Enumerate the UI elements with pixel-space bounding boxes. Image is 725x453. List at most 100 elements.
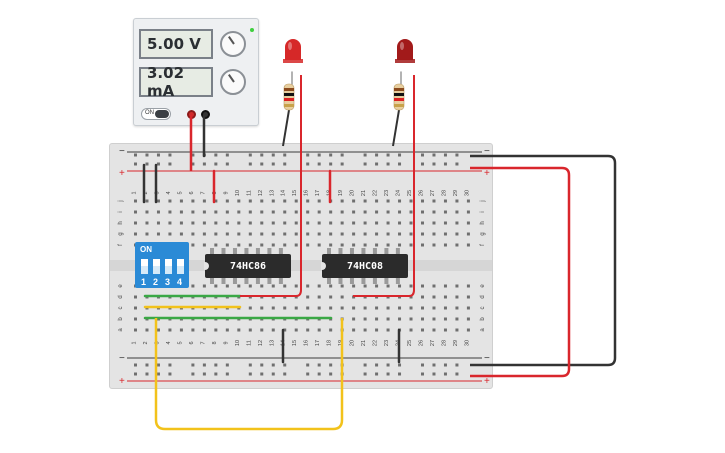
rail-hole — [214, 162, 218, 166]
row-letter: h — [480, 221, 486, 224]
hole — [398, 243, 402, 247]
column-number: 28 — [441, 190, 447, 196]
hole — [179, 232, 183, 236]
hole — [409, 210, 413, 214]
hole — [409, 306, 413, 310]
rail-hole — [375, 162, 379, 166]
current-display: 3.02 mA — [139, 64, 213, 100]
rail-hole — [317, 153, 321, 157]
hole — [283, 306, 287, 310]
hole — [168, 328, 172, 332]
rail-hole — [329, 372, 333, 376]
hole — [363, 232, 367, 236]
row-letter: a — [118, 328, 124, 332]
hole — [271, 232, 275, 236]
hole — [432, 284, 436, 288]
chip-74hc08[interactable]: 74HC08 — [321, 254, 408, 278]
hole — [156, 210, 160, 214]
row-letter: c — [480, 307, 486, 310]
negative-terminal-icon[interactable] — [201, 110, 210, 119]
power-switch[interactable]: ON — [141, 108, 171, 120]
hole — [329, 243, 333, 247]
dip-switch-2[interactable] — [153, 259, 160, 274]
hole — [352, 328, 356, 332]
hole — [306, 306, 310, 310]
hole — [191, 232, 195, 236]
column-number: 1 — [132, 191, 138, 194]
hole — [179, 199, 183, 203]
hole — [179, 210, 183, 214]
dip-switch-1[interactable] — [141, 259, 148, 274]
hole — [432, 317, 436, 321]
hole — [432, 199, 436, 203]
row-letter: e — [480, 284, 486, 288]
hole — [421, 243, 424, 247]
hole — [352, 243, 356, 247]
hole — [398, 199, 402, 203]
hole — [294, 306, 298, 310]
column-number: 28 — [441, 340, 447, 346]
column-number: 4 — [166, 341, 172, 344]
hole — [156, 328, 160, 332]
rail-hole — [168, 363, 172, 367]
hole — [191, 210, 195, 214]
current-knob-icon[interactable] — [220, 69, 246, 95]
row-letter: a — [480, 328, 486, 332]
hole — [225, 243, 229, 247]
hole — [191, 243, 195, 247]
column-number: 23 — [384, 340, 390, 346]
rail-hole — [248, 153, 252, 157]
hole — [294, 284, 298, 288]
hole — [134, 306, 137, 310]
rail-hole — [225, 162, 229, 166]
column-number: 12 — [258, 190, 264, 196]
dip-switch[interactable]: ON 1 2 3 4 — [135, 242, 189, 288]
dip-switch-4[interactable] — [177, 259, 184, 274]
rail-sign: + — [484, 376, 490, 387]
rail-sign: − — [484, 353, 490, 364]
hole — [156, 232, 160, 236]
resistor-band — [284, 104, 294, 107]
row-letter: d — [480, 295, 486, 298]
rail-hole — [329, 153, 333, 157]
rail-hole — [432, 363, 436, 367]
hole — [432, 328, 436, 332]
chip-pin — [338, 248, 343, 255]
voltage-knob-icon[interactable] — [220, 31, 246, 57]
column-number: 26 — [419, 190, 425, 196]
chip-pin — [210, 248, 214, 255]
rail-hole — [134, 363, 137, 367]
dip-switch-3[interactable] — [165, 259, 172, 274]
column-number: 27 — [430, 190, 436, 196]
hole — [443, 210, 447, 214]
column-number: 16 — [304, 190, 310, 196]
column-number: 2 — [143, 191, 149, 194]
hole — [398, 317, 402, 321]
hole — [283, 199, 287, 203]
rail-sign: + — [119, 168, 125, 179]
rail-hole — [443, 162, 447, 166]
power-supply[interactable]: 5.00 V 3.02 mA ON — [133, 18, 259, 126]
rail-hole — [134, 162, 137, 166]
hole — [398, 306, 402, 310]
hole — [202, 232, 206, 236]
chip-74hc86[interactable]: 74HC86 — [204, 254, 291, 278]
row-letter: i — [480, 211, 486, 212]
rail-hole — [271, 162, 275, 166]
hole — [466, 232, 470, 236]
hole — [168, 199, 172, 203]
hole — [375, 306, 379, 310]
column-number: 13 — [269, 340, 275, 346]
rail-hole — [306, 153, 310, 157]
hole — [214, 232, 218, 236]
hole — [237, 328, 241, 332]
rail-hole — [145, 153, 149, 157]
column-number: 21 — [361, 340, 367, 346]
chip-pin — [278, 248, 283, 255]
hole — [225, 328, 229, 332]
column-number: 9 — [223, 191, 229, 194]
led-and-output-icon — [397, 39, 413, 60]
hole — [317, 328, 321, 332]
rail-hole — [191, 363, 195, 367]
rail-hole — [443, 153, 447, 157]
